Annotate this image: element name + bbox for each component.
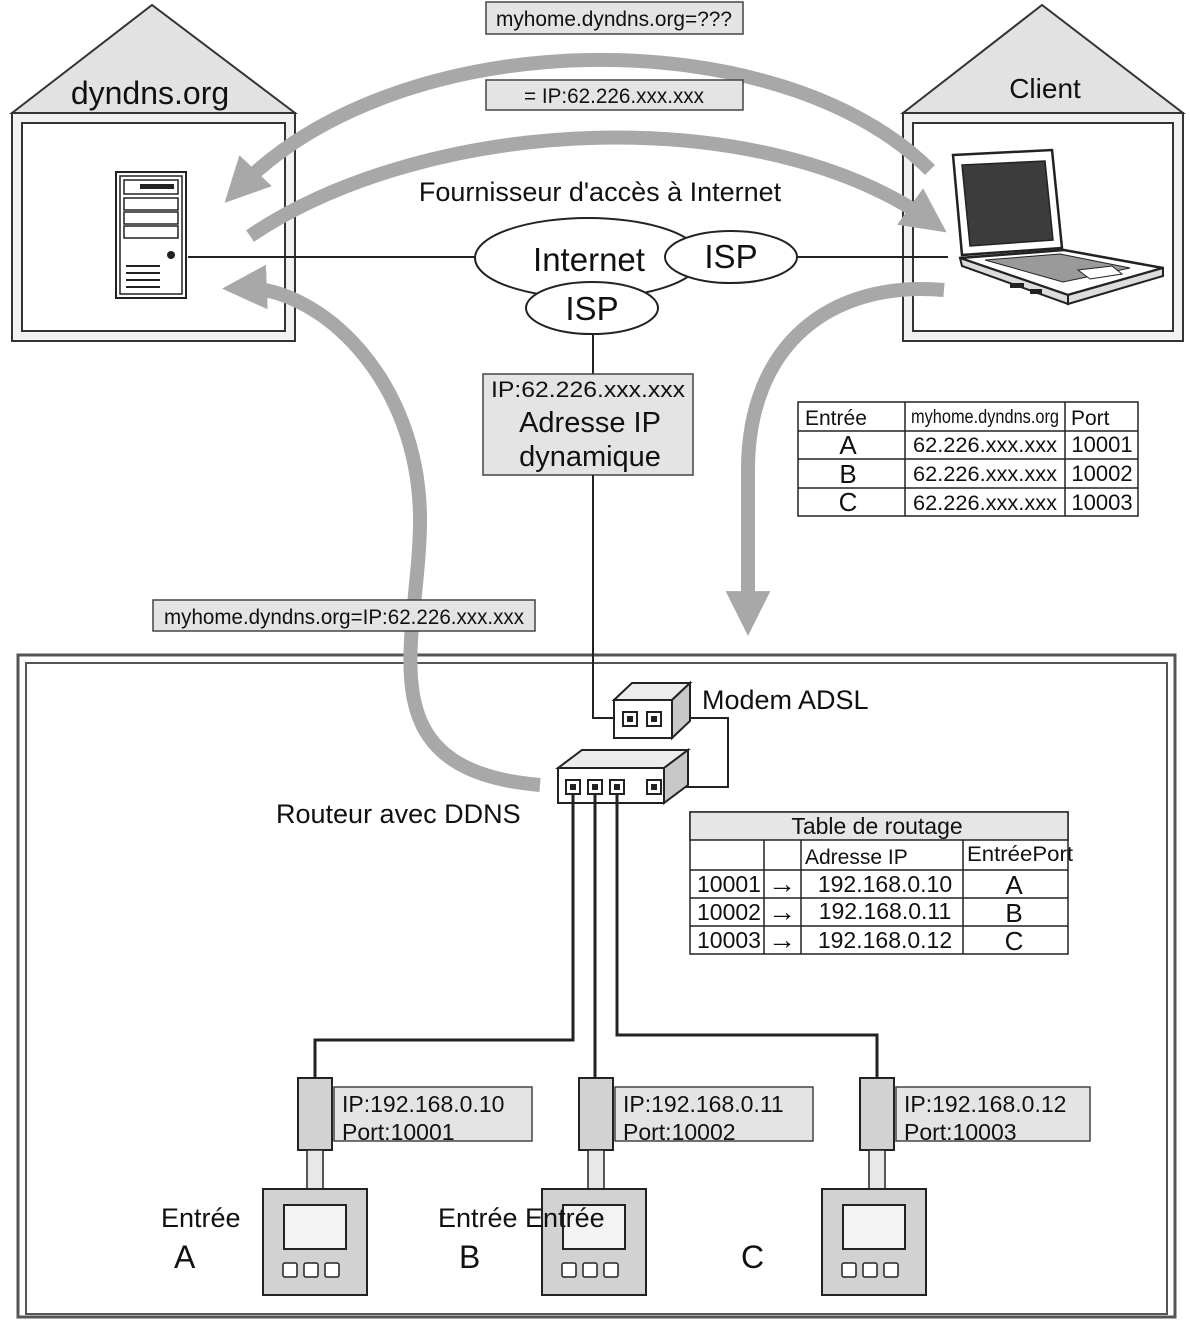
routing-arrow-icon: →: [768, 868, 796, 899]
query-arrow: [224, 52, 935, 203]
routing-arrow-icon: →: [768, 896, 796, 927]
modem-icon: [611, 680, 693, 741]
client-table-cell: 62.226.xxx.xxx: [913, 434, 1058, 457]
door-station-icon: [541, 1188, 647, 1296]
internet-label: Internet: [533, 241, 645, 278]
client-table-cell: 10003: [1071, 490, 1132, 515]
network-adapter-icon: [297, 1077, 333, 1191]
client-label: Client: [1009, 73, 1081, 104]
client-table-cell: 10001: [1071, 432, 1132, 457]
device-ip: IP:192.168.0.11: [623, 1091, 784, 1117]
client-table-header-port: Port: [1071, 407, 1110, 430]
routing-table-cell: B: [1005, 898, 1022, 928]
device-port: Port:10002: [623, 1119, 736, 1145]
entry-a-letter: A: [174, 1239, 196, 1275]
routing-table-cell: 192.168.0.10: [818, 871, 952, 897]
routing-table-cell: 192.168.0.11: [819, 898, 952, 924]
routing-table-title: Table de routage: [791, 813, 962, 839]
reply-text: = IP:62.226.xxx.xxx: [524, 85, 704, 108]
ddns-arrows: [222, 52, 947, 792]
device-ip: IP:192.168.0.10: [342, 1091, 504, 1117]
laptop-icon: [951, 148, 1164, 306]
client-table: Entrée myhome.dyndns.org Port A 62.226.x…: [797, 401, 1139, 517]
home-network-frame: [16, 653, 1177, 1319]
routing-table-cell: C: [1005, 926, 1024, 956]
device-label-1: IP:192.168.0.10 Port:10001: [333, 1086, 533, 1145]
device-label-2: IP:192.168.0.11 Port:10002: [614, 1086, 814, 1145]
routing-table-cell: 192.168.0.12: [818, 927, 952, 953]
device-label-3: IP:192.168.0.12 Port:10003: [895, 1086, 1091, 1145]
routing-table-cell: 10001: [697, 871, 761, 897]
routing-table: Table de routage Adresse IP EntréePort 1…: [689, 811, 1073, 956]
isp-right-ellipse: [664, 230, 798, 284]
server-icon: [115, 171, 187, 299]
routing-table-header-ip: Adresse IP: [805, 846, 908, 869]
device-port: Port:10001: [342, 1119, 455, 1145]
routing-table-header-port: EntréePort: [967, 843, 1073, 866]
isp-right-label: ISP: [704, 238, 757, 275]
routing-table-cell: 10002: [697, 899, 761, 925]
router-label: Routeur avec DDNS: [276, 799, 521, 829]
client-table-cell: A: [839, 430, 857, 460]
wan-wiring: [592, 475, 729, 788]
device-ip: IP:192.168.0.12: [904, 1091, 1066, 1117]
client-table-cell: 62.226.xxx.xxx: [913, 492, 1058, 515]
isp-provider-label: Fournisseur d'accès à Internet: [419, 177, 782, 207]
routing-table-cell: A: [1005, 870, 1023, 900]
client-table-cell: C: [839, 487, 858, 517]
dynamic-ip-line1: Adresse IP: [519, 407, 661, 439]
reply-arrow: [246, 130, 947, 242]
client-table-cell: 10002: [1071, 461, 1132, 486]
door-station-icon: [262, 1188, 368, 1296]
client-table-header-host: myhome.dyndns.org: [911, 407, 1059, 428]
connect-arrow: [725, 282, 945, 636]
device-port: Port:10003: [904, 1119, 1017, 1145]
dyndns-label: dyndns.org: [71, 75, 229, 111]
update-arrow: [222, 264, 541, 792]
internet-network: Internet ISP ISP: [188, 217, 948, 374]
dynamic-ip-line2: dynamique: [519, 441, 661, 473]
dynamic-ip-box: IP:62.226.xxx.xxx Adresse IP dynamique: [482, 373, 694, 476]
modem-label: Modem ADSL: [702, 685, 869, 715]
isp-bottom-ellipse: [525, 281, 659, 335]
door-station-icon: [821, 1188, 927, 1296]
dynamic-ip-value: IP:62.226.xxx.xxx: [491, 377, 685, 402]
network-adapter-icon: [578, 1077, 614, 1191]
entry-c-letter: C: [741, 1239, 764, 1275]
isp-bottom-label: ISP: [565, 290, 618, 327]
update-text: myhome.dyndns.org=IP:62.226.xxx.xxx: [164, 606, 524, 629]
network-adapter-icon: [859, 1077, 895, 1191]
router-icon: [555, 748, 691, 805]
query-message: myhome.dyndns.org=???: [485, 1, 744, 35]
client-table-cell: B: [839, 459, 856, 489]
query-text: myhome.dyndns.org=???: [496, 8, 732, 31]
routing-arrow-icon: →: [768, 924, 796, 955]
routing-table-cell: 10003: [697, 927, 761, 953]
reply-message: = IP:62.226.xxx.xxx: [485, 79, 744, 111]
lan-cables: [313, 794, 879, 1078]
client-table-header-entree: Entrée: [805, 407, 867, 430]
entry-a-word: Entrée: [161, 1203, 241, 1233]
update-message: myhome.dyndns.org=IP:62.226.xxx.xxx: [152, 599, 536, 632]
entry-b-letter: B: [459, 1239, 480, 1275]
client-table-cell: 62.226.xxx.xxx: [913, 463, 1058, 486]
entry-b-word: Entrée Entrée: [438, 1203, 605, 1233]
